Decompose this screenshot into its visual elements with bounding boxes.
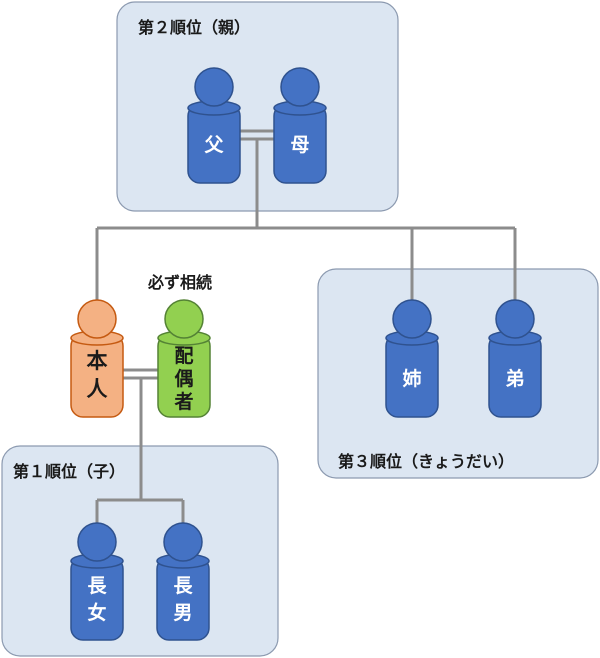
- parents-group-title: 第２順位（親）: [138, 18, 250, 37]
- spouse-figure: 配 偶 者: [157, 299, 211, 418]
- younger-brother-figure: 弟: [488, 299, 542, 418]
- elder-sister-label: 姉: [402, 367, 421, 390]
- spouse-label-1: 配: [174, 345, 193, 367]
- elder-sister-head: [392, 299, 432, 339]
- children-group-title: 第１順位（子）: [13, 462, 125, 481]
- must-inherit-note: 必ず相続: [147, 273, 212, 292]
- self-label-2: 人: [87, 377, 108, 401]
- father-label: 父: [203, 134, 224, 156]
- eldest-son-label-1: 長: [173, 575, 193, 597]
- eldest-son-body: [156, 556, 210, 641]
- eldest-son-figure: 長 男: [156, 522, 210, 641]
- eldest-daughter-body: [70, 556, 124, 641]
- eldest-daughter-head: [77, 522, 117, 562]
- siblings-panel: [317, 268, 599, 479]
- mother-figure: 母: [273, 67, 327, 184]
- spouse-label-2: 偶: [174, 367, 193, 390]
- self-figure: 本 人: [70, 299, 124, 418]
- father-head: [194, 67, 234, 107]
- mother-label: 母: [290, 134, 309, 156]
- siblings-group-title: 第３順位（きょうだい）: [338, 452, 514, 471]
- father-figure: 父: [187, 67, 241, 184]
- elder-sister-figure: 姉: [385, 299, 439, 418]
- self-label-1: 本: [87, 349, 108, 373]
- younger-brother-label: 弟: [505, 367, 524, 390]
- mother-head: [280, 67, 320, 107]
- eldest-son-head: [163, 522, 203, 562]
- younger-brother-head: [495, 299, 535, 339]
- eldest-son-label-2: 男: [173, 602, 192, 624]
- eldest-daughter-label-1: 長: [87, 575, 107, 597]
- family-lines: [95, 129, 517, 525]
- eldest-daughter-label-2: 女: [87, 601, 106, 624]
- self-body: [70, 333, 124, 418]
- self-head: [77, 299, 117, 339]
- spouse-head: [164, 299, 204, 339]
- eldest-daughter-figure: 長 女: [70, 522, 124, 641]
- spouse-label-3: 者: [174, 391, 193, 413]
